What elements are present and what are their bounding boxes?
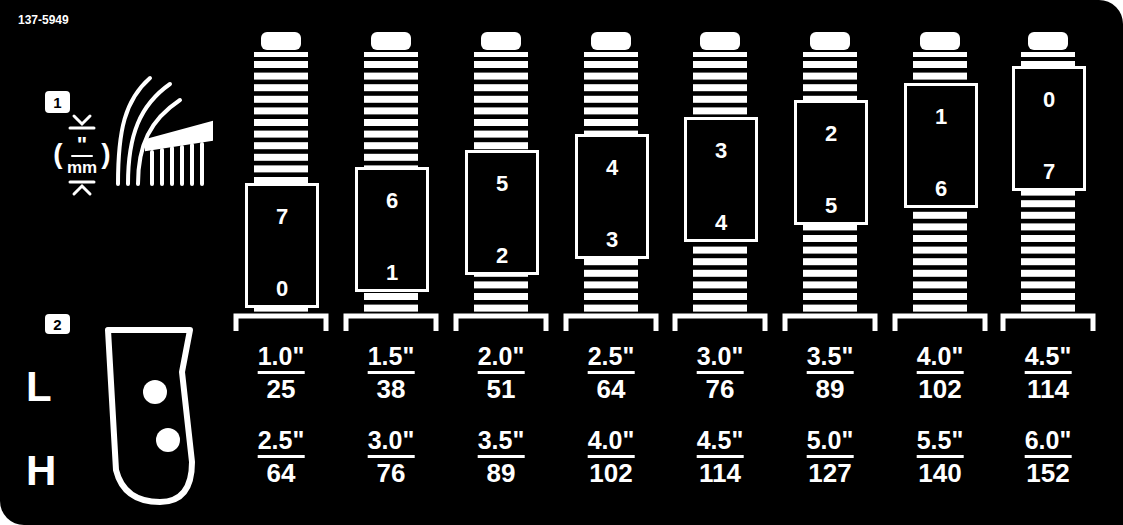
height-mm: 127 [808, 460, 851, 486]
height-mm: 64 [267, 460, 296, 486]
spacer-count-box: 16 [904, 83, 978, 208]
height-inch: 4.5" [1025, 344, 1072, 374]
height-mm: 89 [816, 376, 845, 402]
spacer-count: 7 [248, 206, 316, 228]
height-mm: 114 [699, 460, 741, 486]
spacer-count: 0 [248, 278, 316, 300]
spacer-count-box: 61 [355, 167, 429, 292]
height-mm: 51 [487, 376, 516, 402]
spacer-count-box: 43 [575, 134, 649, 259]
spacer-count: 5 [797, 195, 865, 217]
height-inch: 6.0" [1025, 428, 1072, 458]
spacer-count: 6 [358, 190, 426, 212]
height-inch: 3.0" [697, 344, 744, 374]
spacer-count-box: 25 [794, 100, 868, 225]
callout-label: 2 [53, 316, 61, 333]
height-mm: 76 [377, 460, 406, 486]
height-mm: 64 [597, 376, 626, 402]
height-inch: 4.0" [917, 344, 964, 374]
spacer-count: 7 [1015, 161, 1083, 183]
height-inch: 3.5" [478, 428, 525, 458]
spacer-count-box: 52 [465, 150, 539, 275]
callout-label: 1 [53, 94, 61, 111]
unit-paren: ) [101, 140, 110, 168]
spacer-count: 4 [578, 157, 646, 179]
spacer-count: 5 [468, 173, 536, 195]
spacer-count-box: 34 [684, 117, 758, 242]
height-inch: 3.0" [368, 428, 415, 458]
height-inch: 5.5" [917, 428, 964, 458]
height-inch: 5.0" [807, 428, 854, 458]
low-position: L [26, 366, 52, 408]
callout-number: 2 [45, 314, 70, 334]
spacer-count: 2 [468, 245, 536, 267]
height-mm: 25 [267, 376, 296, 402]
height-mm: 140 [918, 460, 961, 486]
spacer-count: 3 [578, 229, 646, 251]
height-icon [70, 78, 212, 194]
spacer-count: 3 [687, 140, 755, 162]
part-number: 137-5949 [18, 14, 69, 26]
spacer-count-box: 70 [245, 183, 319, 308]
height-mm: 38 [377, 376, 406, 402]
height-inch: 1.0" [258, 344, 305, 374]
height-mm: 89 [487, 460, 516, 486]
spacer-count: 4 [687, 212, 755, 234]
height-inch: 2.5" [588, 344, 635, 374]
spacer-count-box: 07 [1012, 66, 1086, 191]
height-inch: 4.0" [588, 428, 635, 458]
height-inch: 3.5" [807, 344, 854, 374]
height-mm: 76 [706, 376, 735, 402]
height-mm: 152 [1026, 460, 1069, 486]
unit-inch: " [77, 134, 87, 156]
height-inch: 1.5" [368, 344, 415, 374]
height-mm: 102 [918, 376, 961, 402]
height-inch: 2.5" [258, 428, 305, 458]
unit-paren: ( [53, 140, 62, 168]
spacer-count: 0 [1015, 89, 1083, 111]
height-mm: 114 [1027, 376, 1069, 402]
height-mm: 102 [589, 460, 632, 486]
spacer-count: 1 [358, 262, 426, 284]
height-inch: 4.5" [697, 428, 744, 458]
spacer-count: 2 [797, 123, 865, 145]
height-inch: 2.0" [478, 344, 525, 374]
bracket-icon [108, 330, 192, 502]
spacer-count: 6 [907, 178, 975, 200]
spacer-stacks [236, 32, 1093, 331]
unit-mm: mm [67, 159, 97, 176]
callout-number: 1 [45, 91, 70, 113]
high-position: H [26, 450, 56, 492]
spacer-count: 1 [907, 106, 975, 128]
